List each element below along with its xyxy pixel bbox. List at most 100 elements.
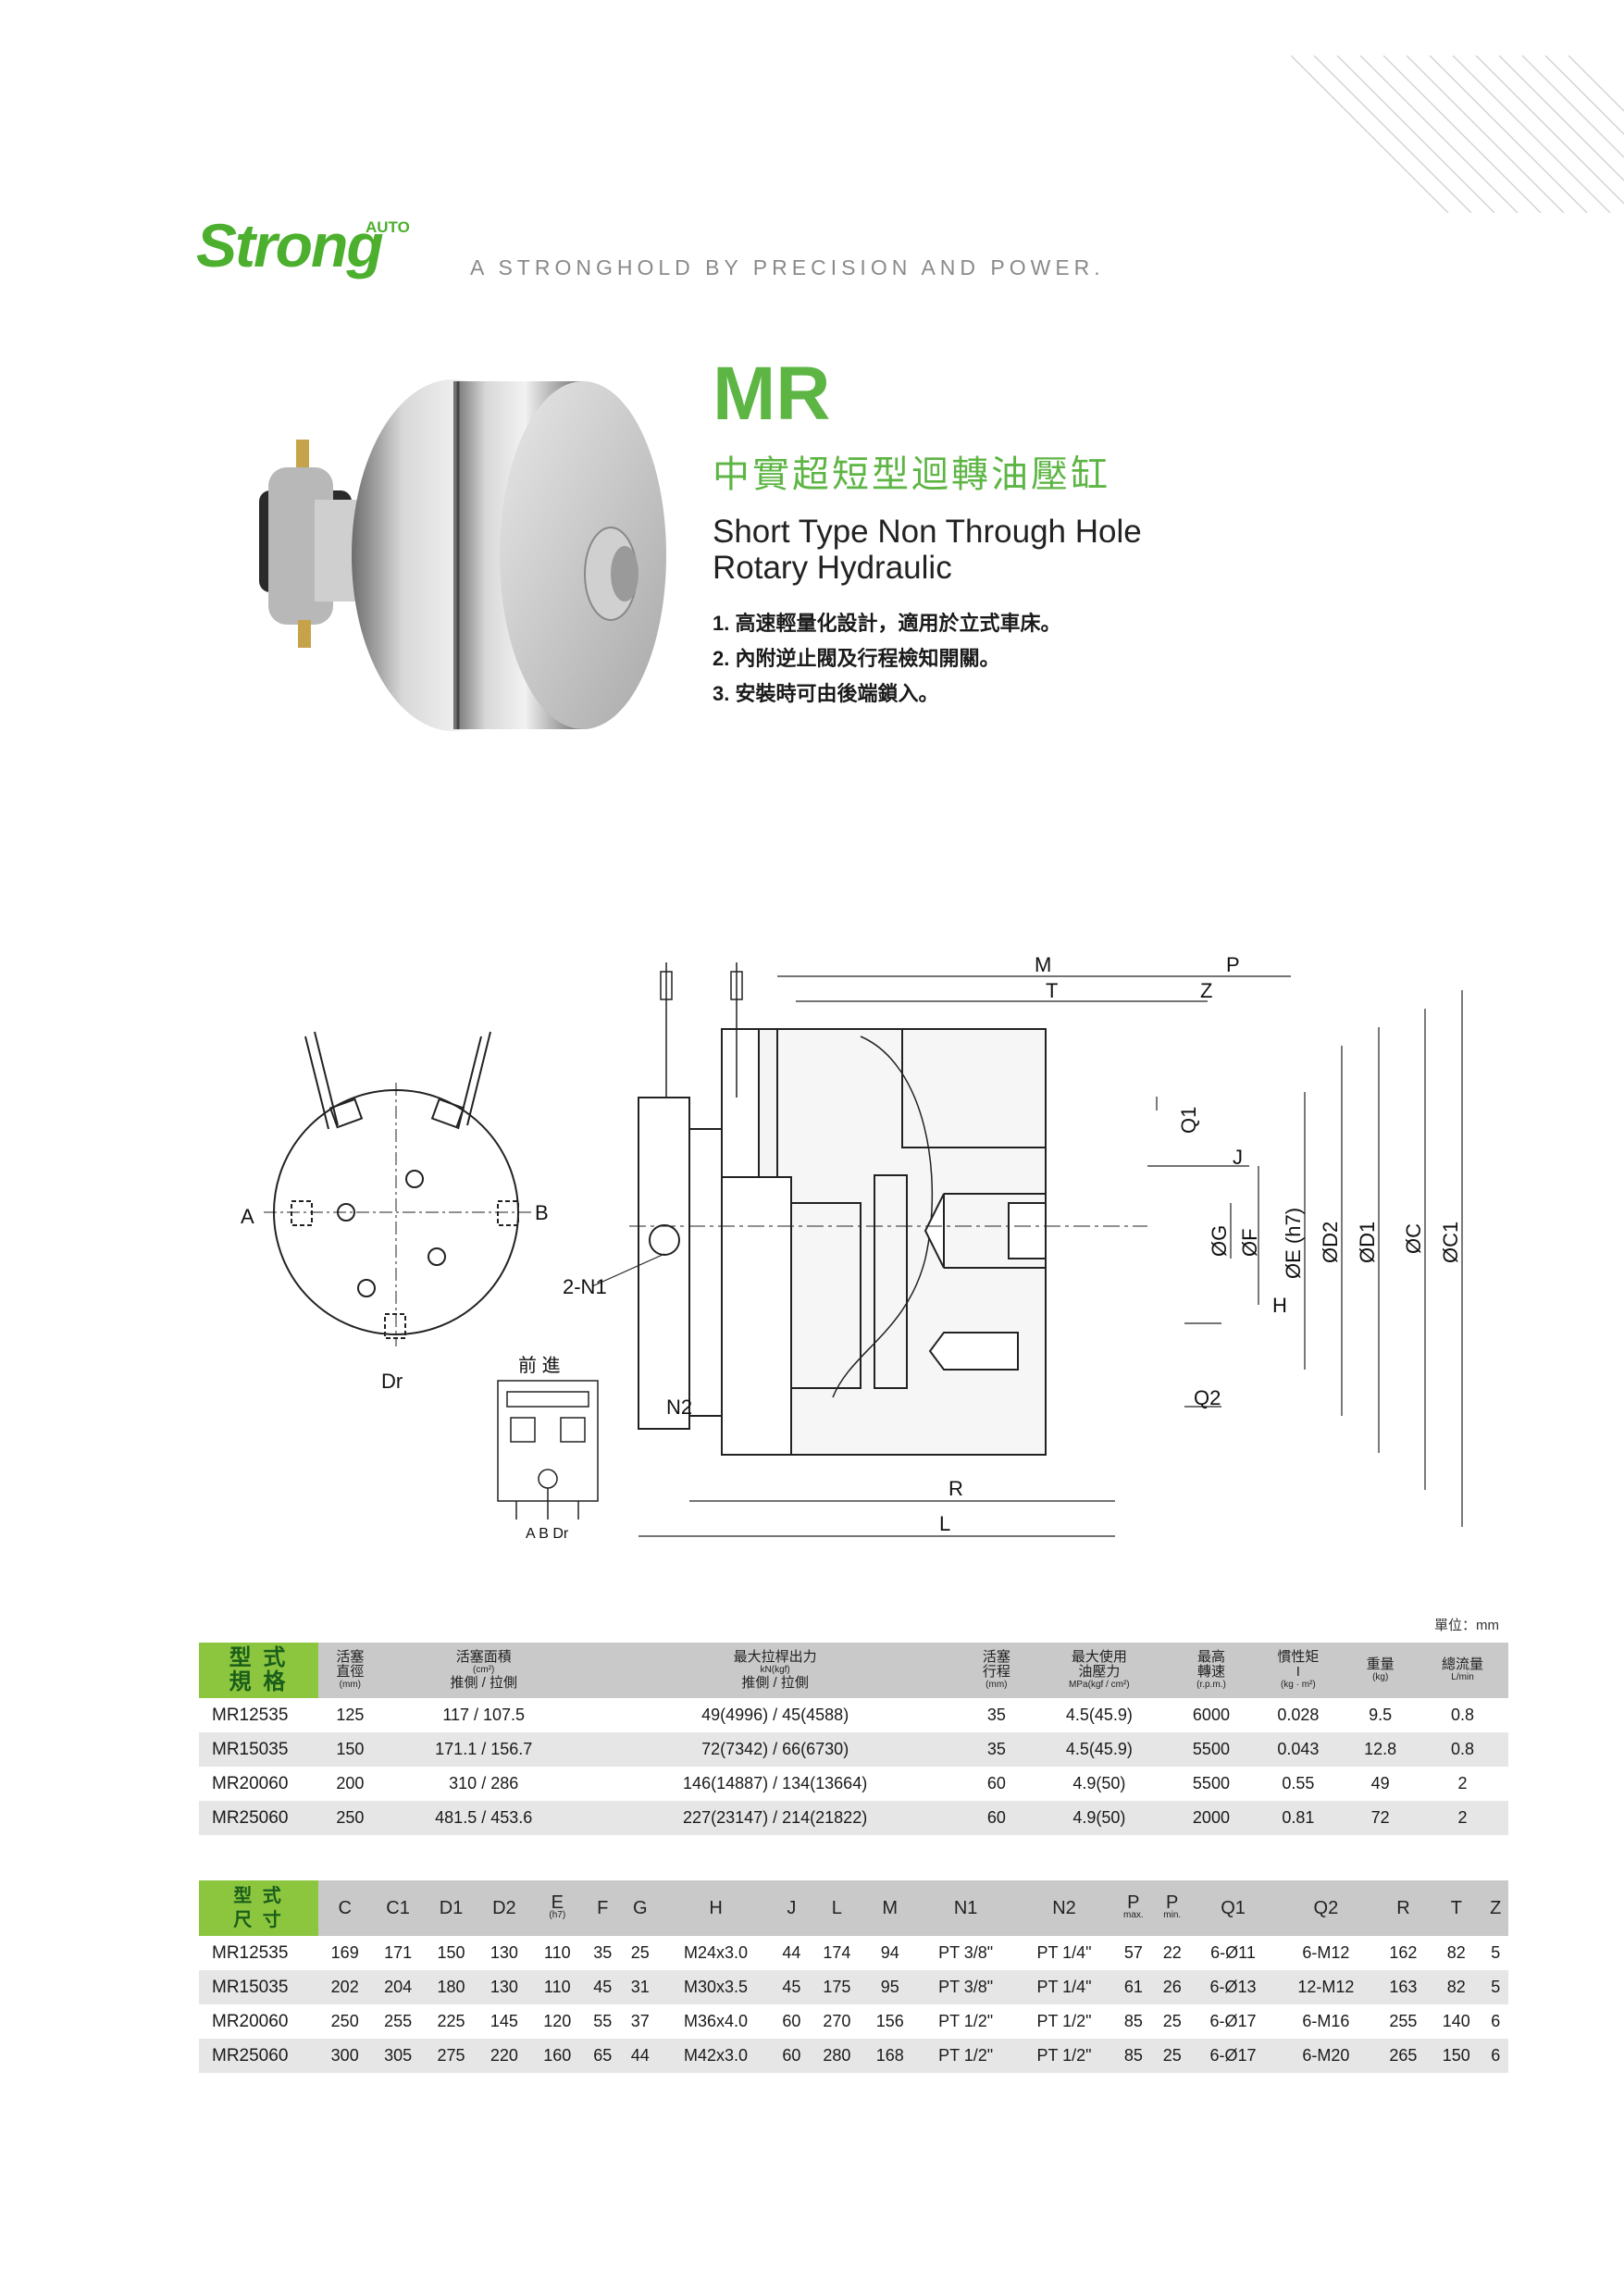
table-cell: 60 <box>782 2012 801 2030</box>
table-cell: M42x3.0 <box>658 2039 774 2073</box>
table-cell: 55 <box>593 2012 613 2030</box>
col-header-piston-area: 活塞面積(cm²)推側 / 拉側 <box>381 1643 586 1698</box>
label-F: ØF <box>1238 1228 1261 1257</box>
label-D2: ØD2 <box>1319 1222 1342 1263</box>
col-header: Z <box>1482 1880 1508 1936</box>
table-cell: 250 <box>318 1801 382 1835</box>
table-cell: 72 <box>1344 1801 1418 1835</box>
table-cell: PT 3/8" <box>938 1943 994 1962</box>
table-cell: 6 <box>1482 2039 1508 2073</box>
label-N1: 2-N1 <box>563 1275 607 1298</box>
label-R: R <box>948 1477 963 1500</box>
technical-drawing: A B Dr 前 進 A B Dr M P T Z Q1 J ØG ØF ØE … <box>241 953 1463 1542</box>
table-cell: 0.028 <box>1277 1706 1320 1724</box>
table-cell: PT 1/4" <box>1036 1943 1092 1962</box>
table-cell: PT 1/4" <box>1014 1970 1114 2004</box>
col-header: Q2 <box>1275 1880 1377 1936</box>
spec-table-header-row: 型 式 規 格 活塞直徑(mm) 活塞面積(cm²)推側 / 拉側 最大拉桿出力… <box>199 1643 1508 1698</box>
label-A: A <box>241 1205 254 1228</box>
table-cell: 275 <box>424 2039 478 2073</box>
label-N2: N2 <box>666 1396 692 1419</box>
table-cell: 117 / 107.5 <box>442 1706 526 1724</box>
model-cell: MR12535 <box>212 1942 289 1963</box>
table-cell: 60 <box>964 1801 1029 1835</box>
table-cell: 6-Ø17 <box>1190 2039 1276 2073</box>
table-cell: 250 <box>330 2012 359 2030</box>
table-cell: 300 <box>318 2039 372 2073</box>
table-cell: 305 <box>371 2039 425 2073</box>
table-cell: 6-M12 <box>1302 1943 1350 1962</box>
table-cell: 204 <box>371 1970 425 2004</box>
table-cell: 22 <box>1162 1943 1182 1962</box>
table-cell: 140 <box>1442 2012 1470 2030</box>
brand-logo: Strong <box>196 211 384 279</box>
table-cell: 174 <box>823 1943 851 1962</box>
col-header: G <box>621 1880 659 1936</box>
col-header: F <box>583 1880 622 1936</box>
col-header: D1 <box>424 1880 478 1936</box>
table-cell: 220 <box>477 2039 531 2073</box>
table-cell: 44 <box>782 1943 801 1962</box>
table-cell: 25 <box>1162 2012 1182 2030</box>
model-cell: MR15035 <box>199 1970 318 2004</box>
spec-table: 型 式 規 格 活塞直徑(mm) 活塞面積(cm²)推側 / 拉側 最大拉桿出力… <box>199 1643 1508 1835</box>
model-cell: MR15035 <box>199 1732 318 1767</box>
table-cell: 72(7342) / 66(6730) <box>585 1732 965 1767</box>
feature-list: 1. 高速輕量化設計，適用於立式車床。 2. 內附逆止閥及行程檢知開關。 3. … <box>713 606 1060 712</box>
table-cell: 65 <box>583 2039 622 2073</box>
spec-table-corner: 型 式 規 格 <box>199 1643 318 1698</box>
label-P: P <box>1226 953 1240 976</box>
table-cell: M36x4.0 <box>684 2012 749 2030</box>
table-cell: 4.9(50) <box>1072 1774 1126 1793</box>
col-header: C1 <box>371 1880 425 1936</box>
label-E: ØE (h7) <box>1282 1208 1305 1279</box>
table-cell: 160 <box>530 2039 584 2073</box>
table-cell: 130 <box>477 1970 531 2004</box>
table-cell: 12-M12 <box>1275 1970 1377 2004</box>
model-cell: MR25060 <box>199 1801 318 1835</box>
table-cell: 4.5(45.9) <box>1065 1706 1133 1724</box>
col-header-piston-dia: 活塞直徑(mm) <box>318 1643 382 1698</box>
table-cell: PT 1/2" <box>1014 2039 1114 2073</box>
table-cell: 6 <box>1491 2012 1501 2030</box>
table-cell: 49 <box>1370 1774 1390 1793</box>
col-header: N2 <box>1014 1880 1114 1936</box>
table-cell: 5500 <box>1192 1774 1230 1793</box>
unit-label: 單位：mm <box>1434 1618 1499 1633</box>
label-J: J <box>1233 1146 1243 1169</box>
table-cell: 0.55 <box>1282 1774 1315 1793</box>
product-name-en-line2: Rotary Hydraulic <box>713 550 952 586</box>
brand-logo-superscript: AUTO <box>366 218 410 236</box>
table-cell: 156 <box>875 2012 904 2030</box>
label-H: H <box>1272 1294 1287 1317</box>
label-Q1: Q1 <box>1177 1107 1200 1134</box>
table-cell: 12.8 <box>1344 1732 1418 1767</box>
col-header: N1 <box>916 1880 1015 1936</box>
label-C: ØC <box>1402 1223 1425 1254</box>
table-cell: 6000 <box>1192 1706 1230 1724</box>
table-cell: 5500 <box>1170 1732 1253 1767</box>
table-cell: 255 <box>384 2012 413 2030</box>
table-cell: 9.5 <box>1369 1706 1393 1724</box>
table-cell: 162 <box>1389 1943 1418 1962</box>
table-cell: 82 <box>1446 1943 1466 1962</box>
col-header: R <box>1376 1880 1431 1936</box>
table-cell: 5 <box>1491 1943 1501 1962</box>
table-cell: 110 <box>530 1970 584 2004</box>
table-cell: 227(23147) / 214(21822) <box>585 1801 965 1835</box>
model-name: MR <box>713 352 831 436</box>
table-cell: 0.8 <box>1417 1732 1508 1767</box>
table-cell: PT 1/2" <box>1036 2012 1092 2030</box>
table-cell: 125 <box>336 1706 365 1724</box>
table-cell: 37 <box>630 2012 650 2030</box>
table-cell: 225 <box>437 2012 465 2030</box>
